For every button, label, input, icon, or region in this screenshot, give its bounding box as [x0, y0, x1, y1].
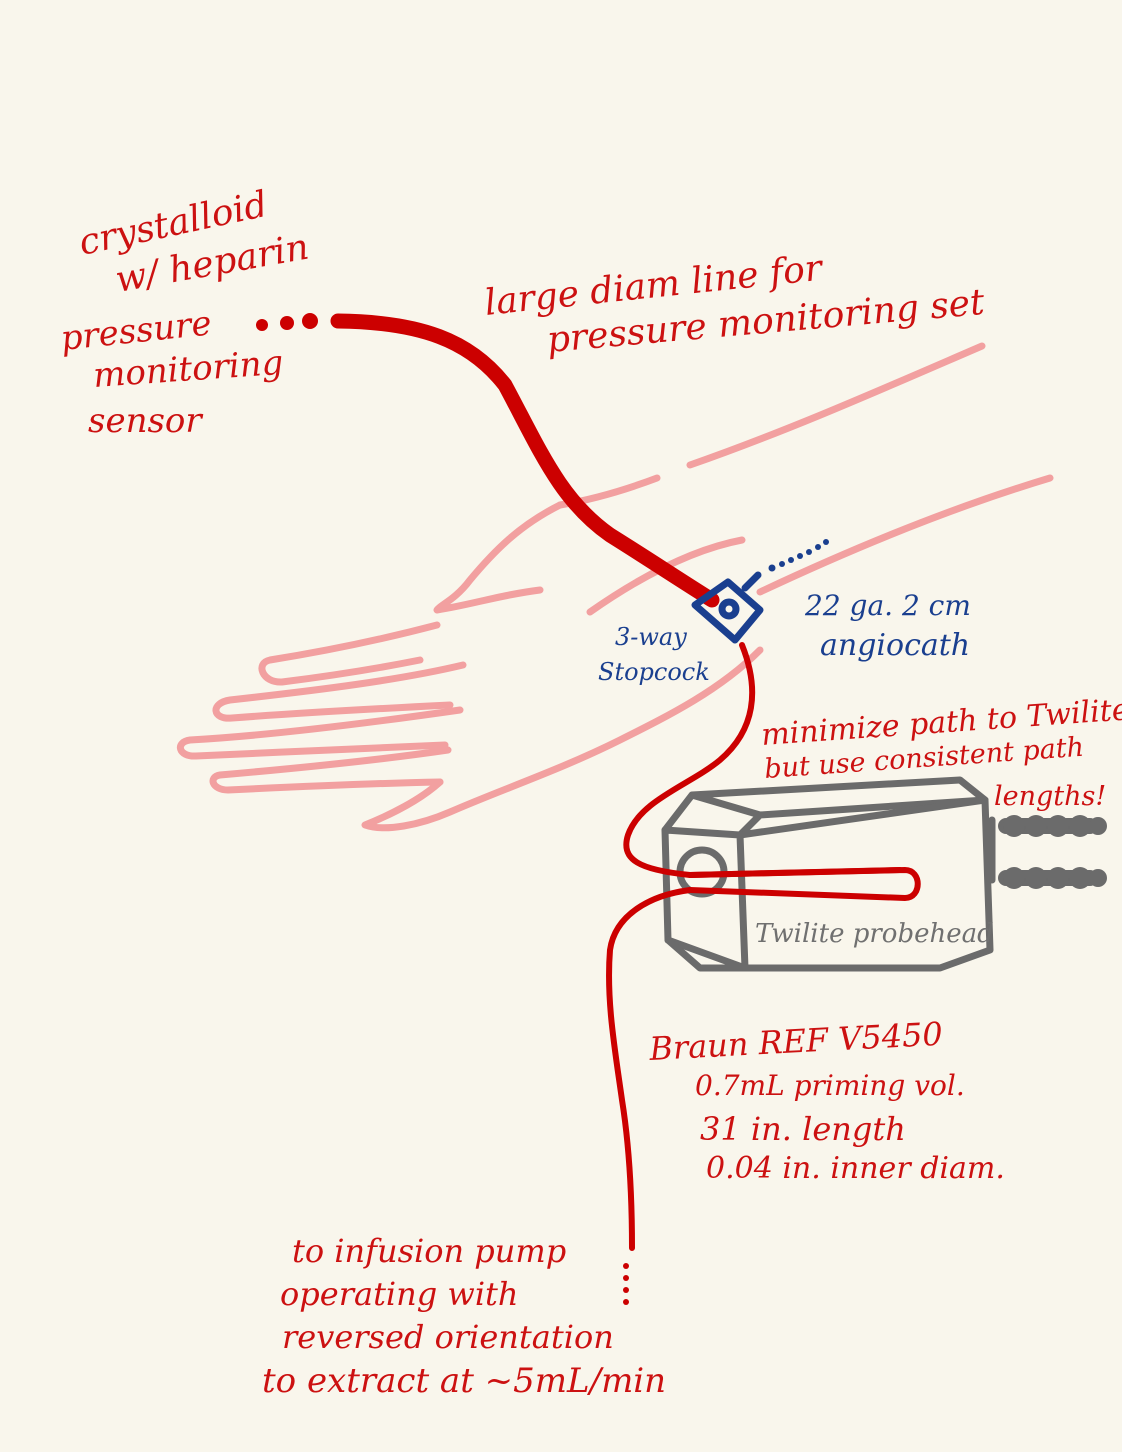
cable-bead — [1089, 869, 1107, 887]
hand-outline — [177, 342, 1054, 832]
probehead-bottom-edge — [664, 936, 749, 972]
angiocath-dot — [806, 549, 812, 555]
cable-bead — [1003, 867, 1025, 889]
cable-bead — [1069, 867, 1091, 889]
probehead-side-face — [736, 796, 994, 972]
angiocath-dot — [815, 544, 821, 550]
pump-label-line1: to infusion pump — [292, 1232, 566, 1270]
cable-bead — [1025, 867, 1047, 889]
continuation-dot — [256, 319, 268, 331]
tubing-loop-in-probehead — [687, 867, 921, 901]
continuation-dot — [623, 1299, 629, 1305]
probehead-label: Twilite probehead — [755, 919, 994, 949]
continuation-dot — [623, 1287, 629, 1293]
cable-bead — [1047, 867, 1069, 889]
forearm-bottom-line — [756, 474, 1054, 596]
angiocath-label-line1: 22 ga. 2 cm — [804, 589, 971, 622]
angiocath-dot — [823, 539, 829, 545]
angiocath-label-line2: angiocath — [820, 628, 970, 663]
tubing-spec-line4: 0.04 in. inner diam. — [706, 1151, 1005, 1186]
tubing-spec-line2: 0.7mL priming vol. — [695, 1069, 965, 1102]
index-finger — [258, 621, 441, 686]
angiocath-dot — [779, 561, 785, 567]
stopcock-label-line2: Stopcock — [598, 658, 710, 686]
pressure-monitoring-line — [256, 313, 720, 608]
stopcock-body — [691, 578, 764, 644]
thumb-outline — [433, 501, 564, 614]
continuation-dot — [280, 316, 294, 330]
angiocath-dot — [768, 564, 776, 572]
pump-label-line4: to extract at ~5mL/min — [262, 1361, 666, 1401]
continuation-dot — [623, 1263, 629, 1269]
minimize-label-line3: lengths! — [994, 781, 1106, 812]
continuation-dot — [302, 313, 318, 329]
three-way-stopcock — [691, 571, 764, 644]
tubing-continuation-dots — [623, 1263, 629, 1305]
sensor-label-line3: sensor — [88, 401, 203, 441]
tubing-to-probehead — [623, 642, 903, 878]
probehead-cables — [998, 815, 1107, 889]
annotations: crystalloid w/ heparin pressure monitori… — [59, 184, 1122, 1401]
cable-bead — [1003, 815, 1025, 837]
tubing-spec-line3: 31 in. length — [700, 1110, 906, 1148]
tubing-spec-line1: Braun REF V5450 — [647, 1015, 943, 1068]
stopcock-valve — [718, 598, 740, 620]
angiocath-dot — [788, 557, 794, 563]
wrist-lower-line — [586, 536, 746, 616]
twilite-probehead — [661, 776, 996, 972]
continuation-dot — [623, 1275, 629, 1281]
cable-bead — [1047, 815, 1069, 837]
angiocath-dot — [797, 553, 803, 559]
extraction-tubing — [606, 642, 921, 1251]
cable-bead — [1069, 815, 1091, 837]
little-finger — [209, 746, 452, 794]
middle-finger — [212, 661, 467, 722]
pump-label-line3: reversed orientation — [282, 1318, 614, 1356]
angiocath-hub — [741, 571, 762, 592]
tubing-to-pump — [606, 887, 693, 1251]
stopcock-label-line1: 3-way — [615, 623, 687, 651]
cable-bead — [1025, 815, 1047, 837]
large-diameter-tubing — [330, 313, 720, 608]
forearm-top-line — [686, 342, 986, 469]
angiocath-dots — [768, 539, 829, 572]
pump-label-line2: operating with — [280, 1275, 519, 1313]
palm-outline — [361, 646, 764, 832]
ring-finger — [177, 706, 464, 760]
cable-bead — [1089, 817, 1107, 835]
